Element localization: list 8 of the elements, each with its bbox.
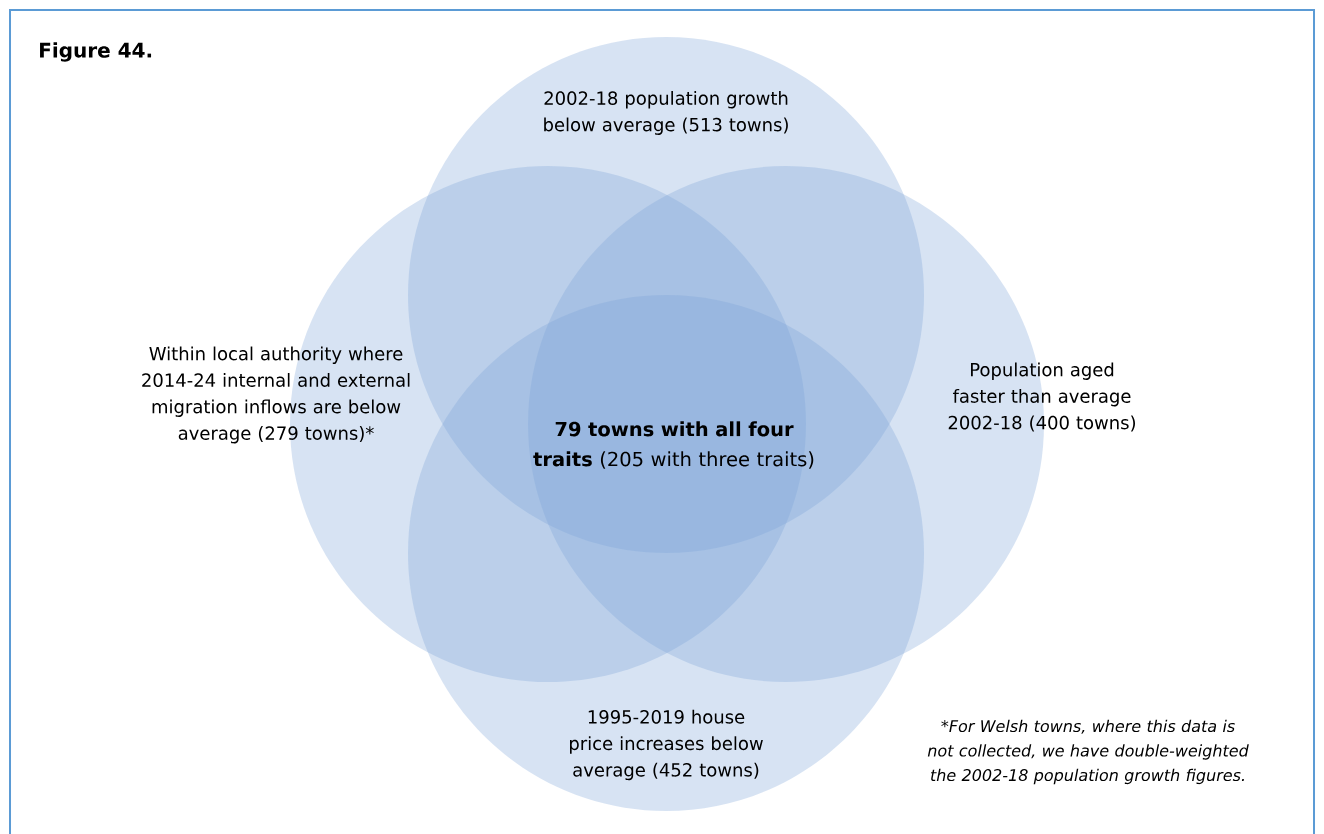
venn-circle <box>408 295 924 811</box>
footnote: *For Welsh towns, where this data is not collected, we have double-weighted the 2002-18 population growth figures. <box>927 719 1249 785</box>
overlap-label: 79 towns with all four traits (205 with three traits) <box>533 421 814 469</box>
circle-label: 2002-18 population growth below average (513 towns) <box>544 91 788 135</box>
circle-label: Population aged faster than average 2002-18 (400 towns) <box>948 362 1135 432</box>
circle-label: Within local authority where 2014-24 internal and external migration inflows are below average (279 towns)* <box>142 346 410 444</box>
figure-title: Figure 44. <box>40 42 152 62</box>
circle-label: 1995-2019 house price increases below average (452 towns) <box>570 709 763 781</box>
